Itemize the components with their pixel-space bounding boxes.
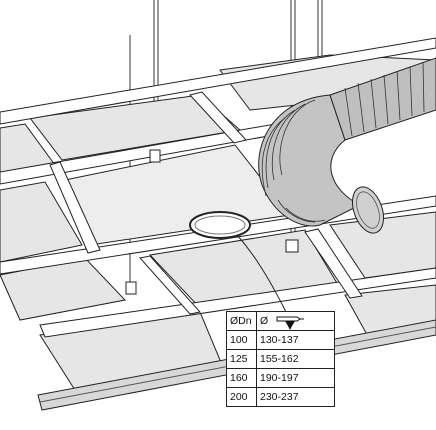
- hanger-clip: [285, 239, 299, 253]
- table-row: 125 155-162: [226, 349, 335, 369]
- hanger-clip: [149, 149, 161, 163]
- table-row: 100 130-137: [226, 330, 335, 350]
- hole-range-cell: 155-162: [256, 349, 335, 369]
- table-row: 200 230-237: [226, 387, 335, 407]
- hanger-clips: [125, 149, 299, 295]
- hole-range-cell: 190-197: [256, 368, 335, 388]
- flexible-duct-icon: [258, 57, 436, 234]
- hole-saw-icon: [276, 316, 304, 330]
- grid-rail: [304, 228, 363, 299]
- column-header-hole-diameter: Ø: [256, 311, 335, 331]
- hole-range-cell: 230-237: [256, 387, 335, 407]
- hole-diameter-symbol: Ø: [260, 315, 269, 327]
- grid-rail: [139, 255, 201, 315]
- duct-diameter-cell: 125: [226, 349, 257, 369]
- grid-rail: [0, 37, 436, 125]
- hanger-clip: [125, 281, 137, 295]
- hole-size-table: ØDn Ø 100 130-137 125 155-162: [226, 311, 335, 407]
- column-header-duct-diameter: ØDn: [226, 311, 257, 331]
- table-row: 160 190-197: [226, 368, 335, 388]
- ceiling-panel: [329, 211, 436, 279]
- duct-diameter-cell: 100: [226, 330, 257, 350]
- cut-hole: [189, 211, 251, 239]
- grid-rail: [189, 91, 247, 144]
- duct-diameter-cell: 200: [226, 387, 257, 407]
- leader-line: [237, 235, 287, 313]
- grid-rail: [39, 267, 436, 338]
- table-header-row: ØDn Ø: [226, 311, 335, 331]
- duct-diameter-cell: 160: [226, 368, 257, 388]
- hole-range-cell: 130-137: [256, 330, 335, 350]
- grid-rail: [49, 161, 101, 254]
- ceiling-panel: [0, 181, 83, 263]
